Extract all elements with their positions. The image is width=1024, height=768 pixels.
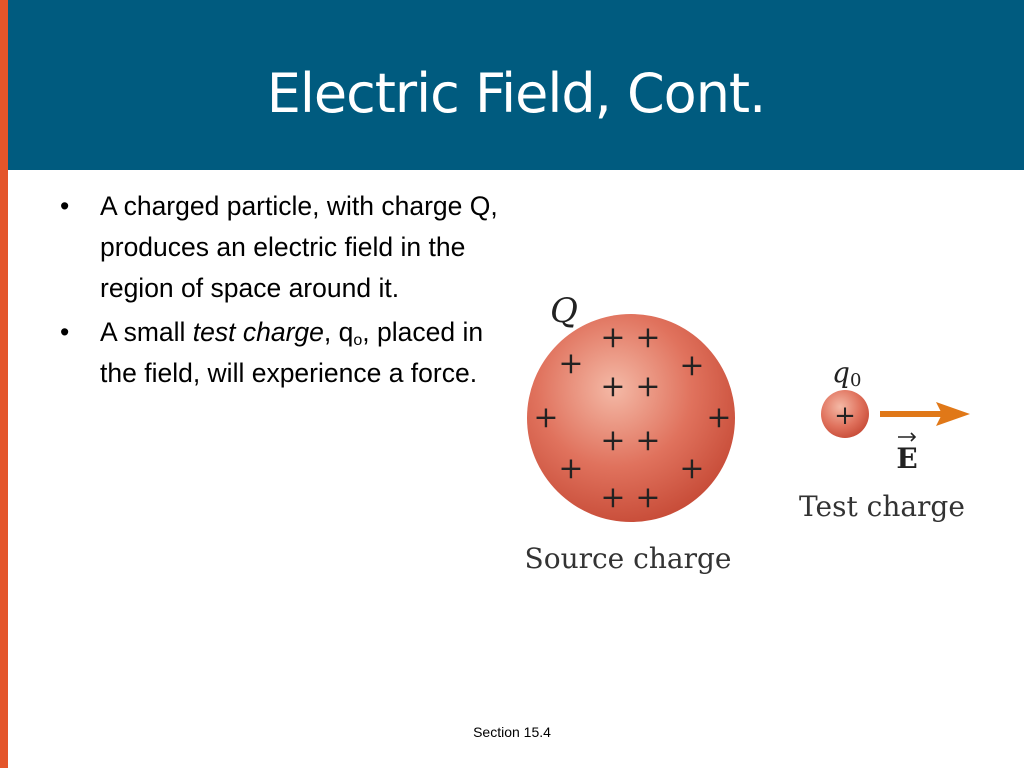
plus-sign: + xyxy=(600,320,625,355)
plus-sign: + xyxy=(533,400,558,435)
bullet-text: A charged particle, with charge Q, produ… xyxy=(100,191,498,303)
test-charge-plus: + xyxy=(834,401,856,431)
bullet-item: A charged particle, with charge Q, produ… xyxy=(60,186,510,309)
plus-sign: + xyxy=(635,423,660,458)
bullet-text-post: , placed in the field, will experience a… xyxy=(100,317,484,388)
electric-field-figure: Q + + + + + + + + + + + + + + Source cha… xyxy=(510,280,990,590)
field-vector-symbol: E xyxy=(896,442,917,475)
plus-sign: + xyxy=(600,480,625,515)
bullet-emphasis: test charge xyxy=(192,317,324,347)
figure-graphic: Q + + + + + + + + + + + + + + Source cha… xyxy=(525,291,970,575)
plus-sign: + xyxy=(558,451,583,486)
plus-sign: + xyxy=(635,480,660,515)
plus-sign: + xyxy=(635,369,660,404)
source-charge-sphere xyxy=(527,314,735,522)
bullet-item: A small test charge, qo, placed in the f… xyxy=(60,312,510,394)
plus-signs: + + + + + + + + + + + + + + xyxy=(533,320,731,515)
source-charge-symbol: Q xyxy=(550,291,578,331)
plus-sign: + xyxy=(679,348,704,383)
test-charge-subscript: 0 xyxy=(850,370,861,391)
bullet-subscript: o xyxy=(353,332,363,349)
bullet-text-pre: A small xyxy=(100,317,193,347)
title-banner: Electric Field, Cont. xyxy=(8,0,1024,170)
test-charge-symbol: q0 xyxy=(832,356,861,391)
test-charge-letter: q xyxy=(832,356,850,389)
test-charge-label: Test charge xyxy=(799,490,965,523)
field-arrow xyxy=(880,402,970,426)
vector-arrow-icon xyxy=(898,432,917,442)
plus-sign: + xyxy=(558,346,583,381)
plus-sign: + xyxy=(600,369,625,404)
section-footer: Section 15.4 xyxy=(473,724,551,740)
plus-sign: + xyxy=(679,451,704,486)
bullet-list: A charged particle, with charge Q, produ… xyxy=(60,186,510,397)
source-charge-label: Source charge xyxy=(525,542,732,575)
bullet-text-mid: , q xyxy=(323,317,354,347)
plus-sign: + xyxy=(706,400,731,435)
plus-sign: + xyxy=(635,320,660,355)
plus-sign: + xyxy=(600,423,625,458)
test-charge-sphere xyxy=(821,390,869,438)
slide-title: Electric Field, Cont. xyxy=(266,62,767,125)
left-accent-bar xyxy=(0,0,8,768)
